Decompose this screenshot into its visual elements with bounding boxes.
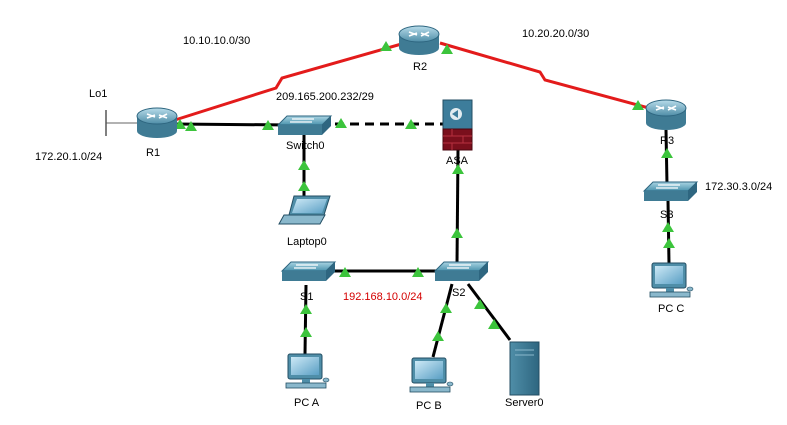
serial-link-r2-r3[interactable] xyxy=(439,41,661,113)
device-label-asa: ASA xyxy=(446,155,469,167)
device-label-laptop0: Laptop0 xyxy=(287,236,327,248)
device-label-r1: R1 xyxy=(146,147,161,159)
pc-pc-b[interactable] xyxy=(409,357,454,393)
router-r2[interactable] xyxy=(398,25,440,55)
server-server0[interactable] xyxy=(509,341,540,396)
router-arrows-icon xyxy=(146,113,168,119)
indicator-s1-s2-b xyxy=(412,267,424,277)
switch-switch0[interactable] xyxy=(276,115,333,135)
indicator-sw0-laptop-b xyxy=(298,181,310,191)
subnet-label-inside: 192.168.10.0/24 xyxy=(343,291,423,303)
device-label-s2: S2 xyxy=(452,287,466,299)
router-r1[interactable] xyxy=(136,107,178,138)
device-label-s1: S1 xyxy=(300,291,314,303)
device-label-server0: Server0 xyxy=(505,397,544,409)
switch-arrows-icon xyxy=(447,264,471,269)
indicator-s1-pca-b xyxy=(300,327,312,337)
indicator-r1-sw0-b xyxy=(262,120,274,130)
switch-s1[interactable] xyxy=(280,261,337,281)
router-arrows-icon xyxy=(408,31,430,37)
device-label-pca: PC A xyxy=(294,397,320,409)
device-label-pcb: PC B xyxy=(416,400,442,412)
switch-s2[interactable] xyxy=(433,261,490,281)
indicator-s3-pcc-a xyxy=(662,222,674,232)
subnet-label-r1-lo1: 172.20.1.0/24 xyxy=(35,151,103,163)
indicator-sw0-asa-b xyxy=(405,119,417,129)
indicator-r1-sw0-a xyxy=(185,121,197,131)
indicator-s1-pca-a xyxy=(300,304,312,314)
device-label-switch0: Switch0 xyxy=(286,140,325,152)
serial-link-r1-r2[interactable] xyxy=(174,41,406,122)
indicator-sw0-asa-a xyxy=(335,118,347,128)
switch-arrows-icon xyxy=(294,264,318,269)
indicator-asa-s2-b xyxy=(451,228,463,238)
indicator-r2-r3-b xyxy=(632,100,644,110)
switch-arrows-icon xyxy=(290,118,314,123)
device-label-pcc: PC C xyxy=(658,303,685,315)
indicator-s2-pcb-b xyxy=(432,331,444,341)
device-label-lo1: Lo1 xyxy=(89,88,108,100)
laptop-laptop0[interactable] xyxy=(278,195,331,225)
indicator-asa-s2-a xyxy=(452,164,464,174)
indicator-r1-r2-b xyxy=(380,41,392,51)
device-label-r2: R2 xyxy=(413,61,428,73)
subnet-label-r1-r2: 10.10.10.0/30 xyxy=(183,35,251,47)
firewall-asa[interactable] xyxy=(442,99,473,151)
indicator-s2-pcb-a xyxy=(440,303,452,313)
indicator-s2-server-b xyxy=(488,319,500,329)
subnet-label-r2-r3: 10.20.20.0/30 xyxy=(522,28,590,40)
indicator-s2-server-a xyxy=(474,299,486,309)
device-label-s3: S3 xyxy=(660,209,674,221)
subnet-label-r3-lan: 172.30.3.0/24 xyxy=(705,181,773,193)
pc-pc-a[interactable] xyxy=(285,353,330,389)
link-s2-pcb[interactable] xyxy=(431,283,454,358)
indicator-r2-r3-a xyxy=(441,44,453,54)
router-r3[interactable] xyxy=(645,99,687,130)
link-up-indicators xyxy=(174,41,675,341)
indicator-s1-s2-a xyxy=(339,267,351,277)
indicator-sw0-laptop-a xyxy=(298,160,310,170)
switch-arrows-icon xyxy=(656,184,680,189)
device-label-r3: R3 xyxy=(660,135,675,147)
link-s2-server0[interactable] xyxy=(466,283,512,341)
subnet-label-outside: 209.165.200.232/29 xyxy=(276,91,374,103)
indicator-s3-pcc-b xyxy=(663,238,675,248)
switch-s3[interactable] xyxy=(642,181,699,201)
indicator-r3-s3-a xyxy=(661,148,673,158)
link-s1-pca[interactable] xyxy=(303,284,308,355)
router-arrows-icon xyxy=(655,105,677,111)
pc-pc-c[interactable] xyxy=(649,262,694,298)
